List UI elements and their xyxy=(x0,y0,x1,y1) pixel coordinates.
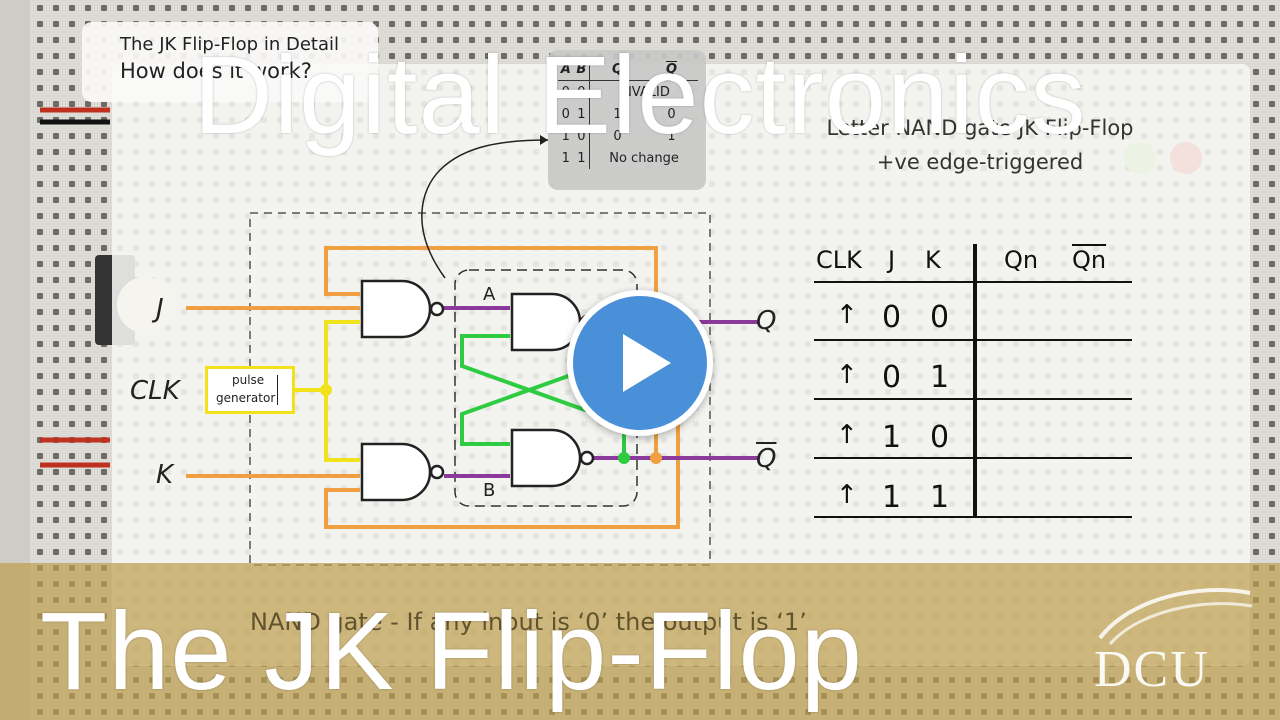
slide-subheading: +ve edge-triggered xyxy=(876,150,1084,174)
latch-cell: 0 xyxy=(577,84,586,100)
caption-card: The JK Flip-Flop in Detail How does it w… xyxy=(82,22,378,102)
row-j-value: 1 xyxy=(882,480,902,515)
caption-line2: How does it work? xyxy=(120,59,312,83)
node-a-label: A xyxy=(483,284,496,305)
clock-rising-edge-icon: ↑ xyxy=(836,300,858,330)
jk-header-qn-bar: Qn xyxy=(1072,246,1107,274)
clock-rising-edge-icon: ↑ xyxy=(836,480,858,510)
table-row: 0 1 1 0 xyxy=(558,103,698,125)
table-row: 1 0 0 1 xyxy=(558,125,698,147)
jk-header-qn: Qn xyxy=(1004,246,1039,274)
title-band xyxy=(0,563,1280,720)
pulse-generator-line1: pulse xyxy=(232,373,265,387)
nand-latch-truth-card: A B Q Q 0 0 INVALID 0 1 1 0 1 0 0 1 1 1 … xyxy=(548,50,706,190)
row-k-value: 1 xyxy=(930,480,950,515)
table-row: 0 0 INVALID xyxy=(558,80,698,103)
row-j-value: 0 xyxy=(882,300,902,335)
input-k-label: K xyxy=(156,460,174,490)
caption-line1: The JK Flip-Flop in Detail xyxy=(120,34,339,55)
clock-rising-edge-icon: ↑ xyxy=(836,360,858,390)
latch-cell: 1 xyxy=(561,150,570,166)
dcu-logo-text: DCU xyxy=(1094,641,1210,698)
row-j-value: 1 xyxy=(882,420,902,455)
latch-cell: 0 xyxy=(561,84,570,100)
latch-header-qbar: Q xyxy=(644,58,698,81)
latch-header-q: Q xyxy=(589,58,645,81)
latch-cell: 0 xyxy=(589,125,645,147)
output-qbar-label: Q xyxy=(756,444,777,474)
latch-cell: 1 xyxy=(589,103,645,125)
pulse-edge-icon xyxy=(277,375,286,405)
play-button[interactable] xyxy=(567,290,713,436)
latch-cell: 0 xyxy=(667,106,676,122)
pulse-generator: pulse generator xyxy=(205,366,295,414)
output-q-label: Q xyxy=(756,306,777,336)
latch-cell: 1 xyxy=(561,128,570,144)
latch-cell: 1 xyxy=(577,150,586,166)
nand-note: NAND gate - If any input is ‘0’ the outp… xyxy=(250,608,807,636)
video-title-top: Digital Electronics xyxy=(193,34,1087,157)
play-icon xyxy=(623,334,671,392)
latch-cell: 0 xyxy=(561,106,570,122)
jk-header-j: J xyxy=(888,246,896,274)
latch-truth-table: A B Q Q 0 0 INVALID 0 1 1 0 1 0 0 1 1 1 … xyxy=(558,58,698,169)
input-clk-label: CLK xyxy=(130,376,180,406)
video-title-bottom: The JK Flip-Flop xyxy=(40,590,863,713)
node-b-label: B xyxy=(483,480,496,501)
slide-heading: Letter NAND gate JK Flip-Flop xyxy=(826,116,1134,140)
latch-header-a: A xyxy=(558,58,574,81)
dcu-logo-icon xyxy=(1098,588,1253,645)
clock-rising-edge-icon: ↑ xyxy=(836,420,858,450)
latch-header-b: B xyxy=(573,58,590,81)
table-row: 1 1 No change xyxy=(558,147,698,169)
input-j-label: J xyxy=(156,294,164,324)
row-k-value: 0 xyxy=(930,420,950,455)
row-j-value: 0 xyxy=(882,360,902,395)
latch-cell: 0 xyxy=(577,128,586,144)
jk-header-k: K xyxy=(925,246,941,274)
row-k-value: 0 xyxy=(930,300,950,335)
latch-cell: 1 xyxy=(577,106,586,122)
latch-cell: INVALID xyxy=(589,80,698,103)
latch-cell: 1 xyxy=(667,128,676,144)
jk-header-clk: CLK xyxy=(816,246,862,274)
latch-cell: No change xyxy=(589,147,698,169)
pulse-generator-line2: generator xyxy=(216,391,276,405)
row-k-value: 1 xyxy=(930,360,950,395)
